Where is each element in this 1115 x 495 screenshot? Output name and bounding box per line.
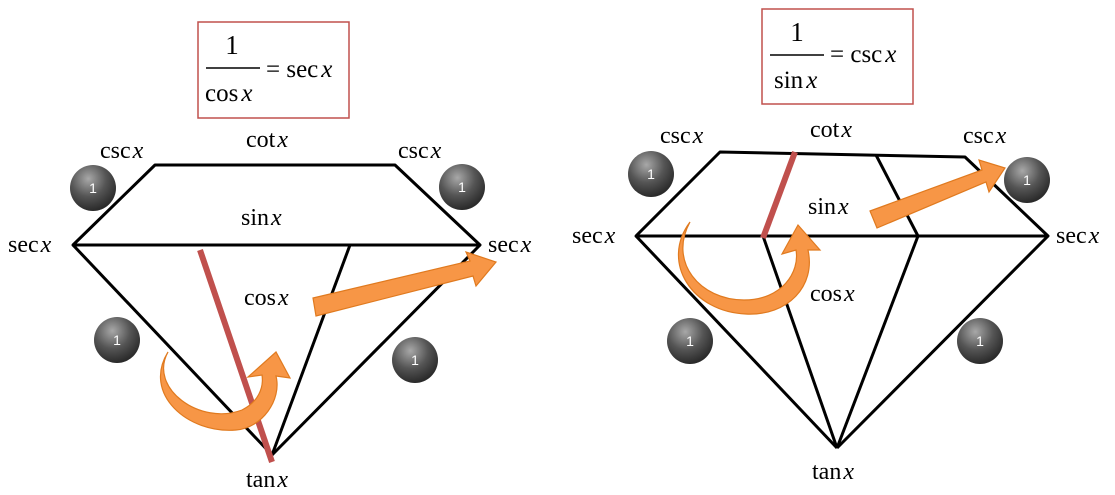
right-badge-ball-top-right: [1004, 157, 1050, 203]
left-formula-numerator: 1: [225, 30, 239, 60]
left-straight-arrow: [312, 251, 498, 317]
right-red-line: [760, 150, 798, 240]
right-edge-top-divider: [874, 154, 920, 237]
left-red-line: [197, 249, 275, 463]
right-label-cot: cotx: [810, 117, 852, 143]
right-badge-bottom-left: 1: [667, 318, 713, 364]
left-badge-top-right: 1: [439, 164, 485, 210]
right-badge-value-top-right: 1: [1023, 172, 1031, 188]
right-edge-sec-tan: [634, 234, 839, 450]
right-label-csc-left: cscx: [660, 123, 704, 149]
left-badge-value-bottom-right: 1: [411, 352, 419, 368]
right-formula-numerator: 1: [790, 17, 804, 47]
left-formula-frame: [197, 21, 350, 119]
right-badge-top-left: 1: [628, 151, 674, 197]
left-edge-cos-tan: [270, 244, 352, 456]
right-hexagon: [634, 150, 1050, 450]
left-label-tan: tanx: [246, 467, 288, 493]
right-badge-bottom-right: 1: [957, 318, 1003, 364]
right-badge-ball-bottom-left: [667, 318, 713, 364]
right-curved-arrow: [678, 221, 822, 315]
left-hexagon: [71, 163, 482, 457]
left-badge-ball-bottom-right: [392, 337, 438, 383]
left-badge-ball-top-right: [439, 164, 485, 210]
right-badge-value-top-left: 1: [647, 166, 655, 182]
left-label-sec-right: secx: [488, 232, 532, 258]
left-label-csc-left: cscx: [100, 138, 144, 164]
right-edge-sec-right-tan: [835, 234, 1050, 450]
left-badge-value-top-left: 1: [89, 180, 97, 196]
left-badge-bottom-left: 1: [94, 317, 140, 363]
right-label-sec-left: secx: [572, 223, 616, 249]
right-edge-inner-right: [835, 235, 920, 449]
left-badge-ball-top-left: [70, 165, 116, 211]
right-straight-arrow: [869, 159, 1006, 229]
left-badge-bottom-right: 1: [392, 337, 438, 383]
right-badge-value-bottom-left: 1: [686, 333, 694, 349]
right-label-cos: cosx: [810, 281, 855, 307]
right-label-sin: sinx: [808, 194, 849, 220]
right-badge-top-right: 1: [1004, 157, 1050, 203]
left-label-cot: cotx: [246, 127, 288, 153]
left-label-cos: cosx: [244, 285, 289, 311]
right-formula-frame: [761, 8, 914, 105]
left-badge-top-left: 1: [70, 165, 116, 211]
right-label-sec-right: secx: [1056, 223, 1100, 249]
left-label-sec-left: secx: [8, 232, 52, 258]
left-label-csc-right: cscx: [398, 138, 442, 164]
right-label-tan: tanx: [812, 459, 854, 485]
left-badge-value-bottom-left: 1: [113, 332, 121, 348]
left-badge-value-top-right: 1: [458, 179, 466, 195]
right-badge-ball-bottom-right: [957, 318, 1003, 364]
left-label-sin: sinx: [241, 205, 282, 231]
right-label-csc-right: cscx: [963, 123, 1007, 149]
right-edge-inner-left: [761, 235, 839, 449]
right-badge-value-bottom-right: 1: [976, 333, 984, 349]
left-curved-arrow: [160, 351, 292, 431]
right-badge-ball-top-left: [628, 151, 674, 197]
left-badge-ball-bottom-left: [94, 317, 140, 363]
